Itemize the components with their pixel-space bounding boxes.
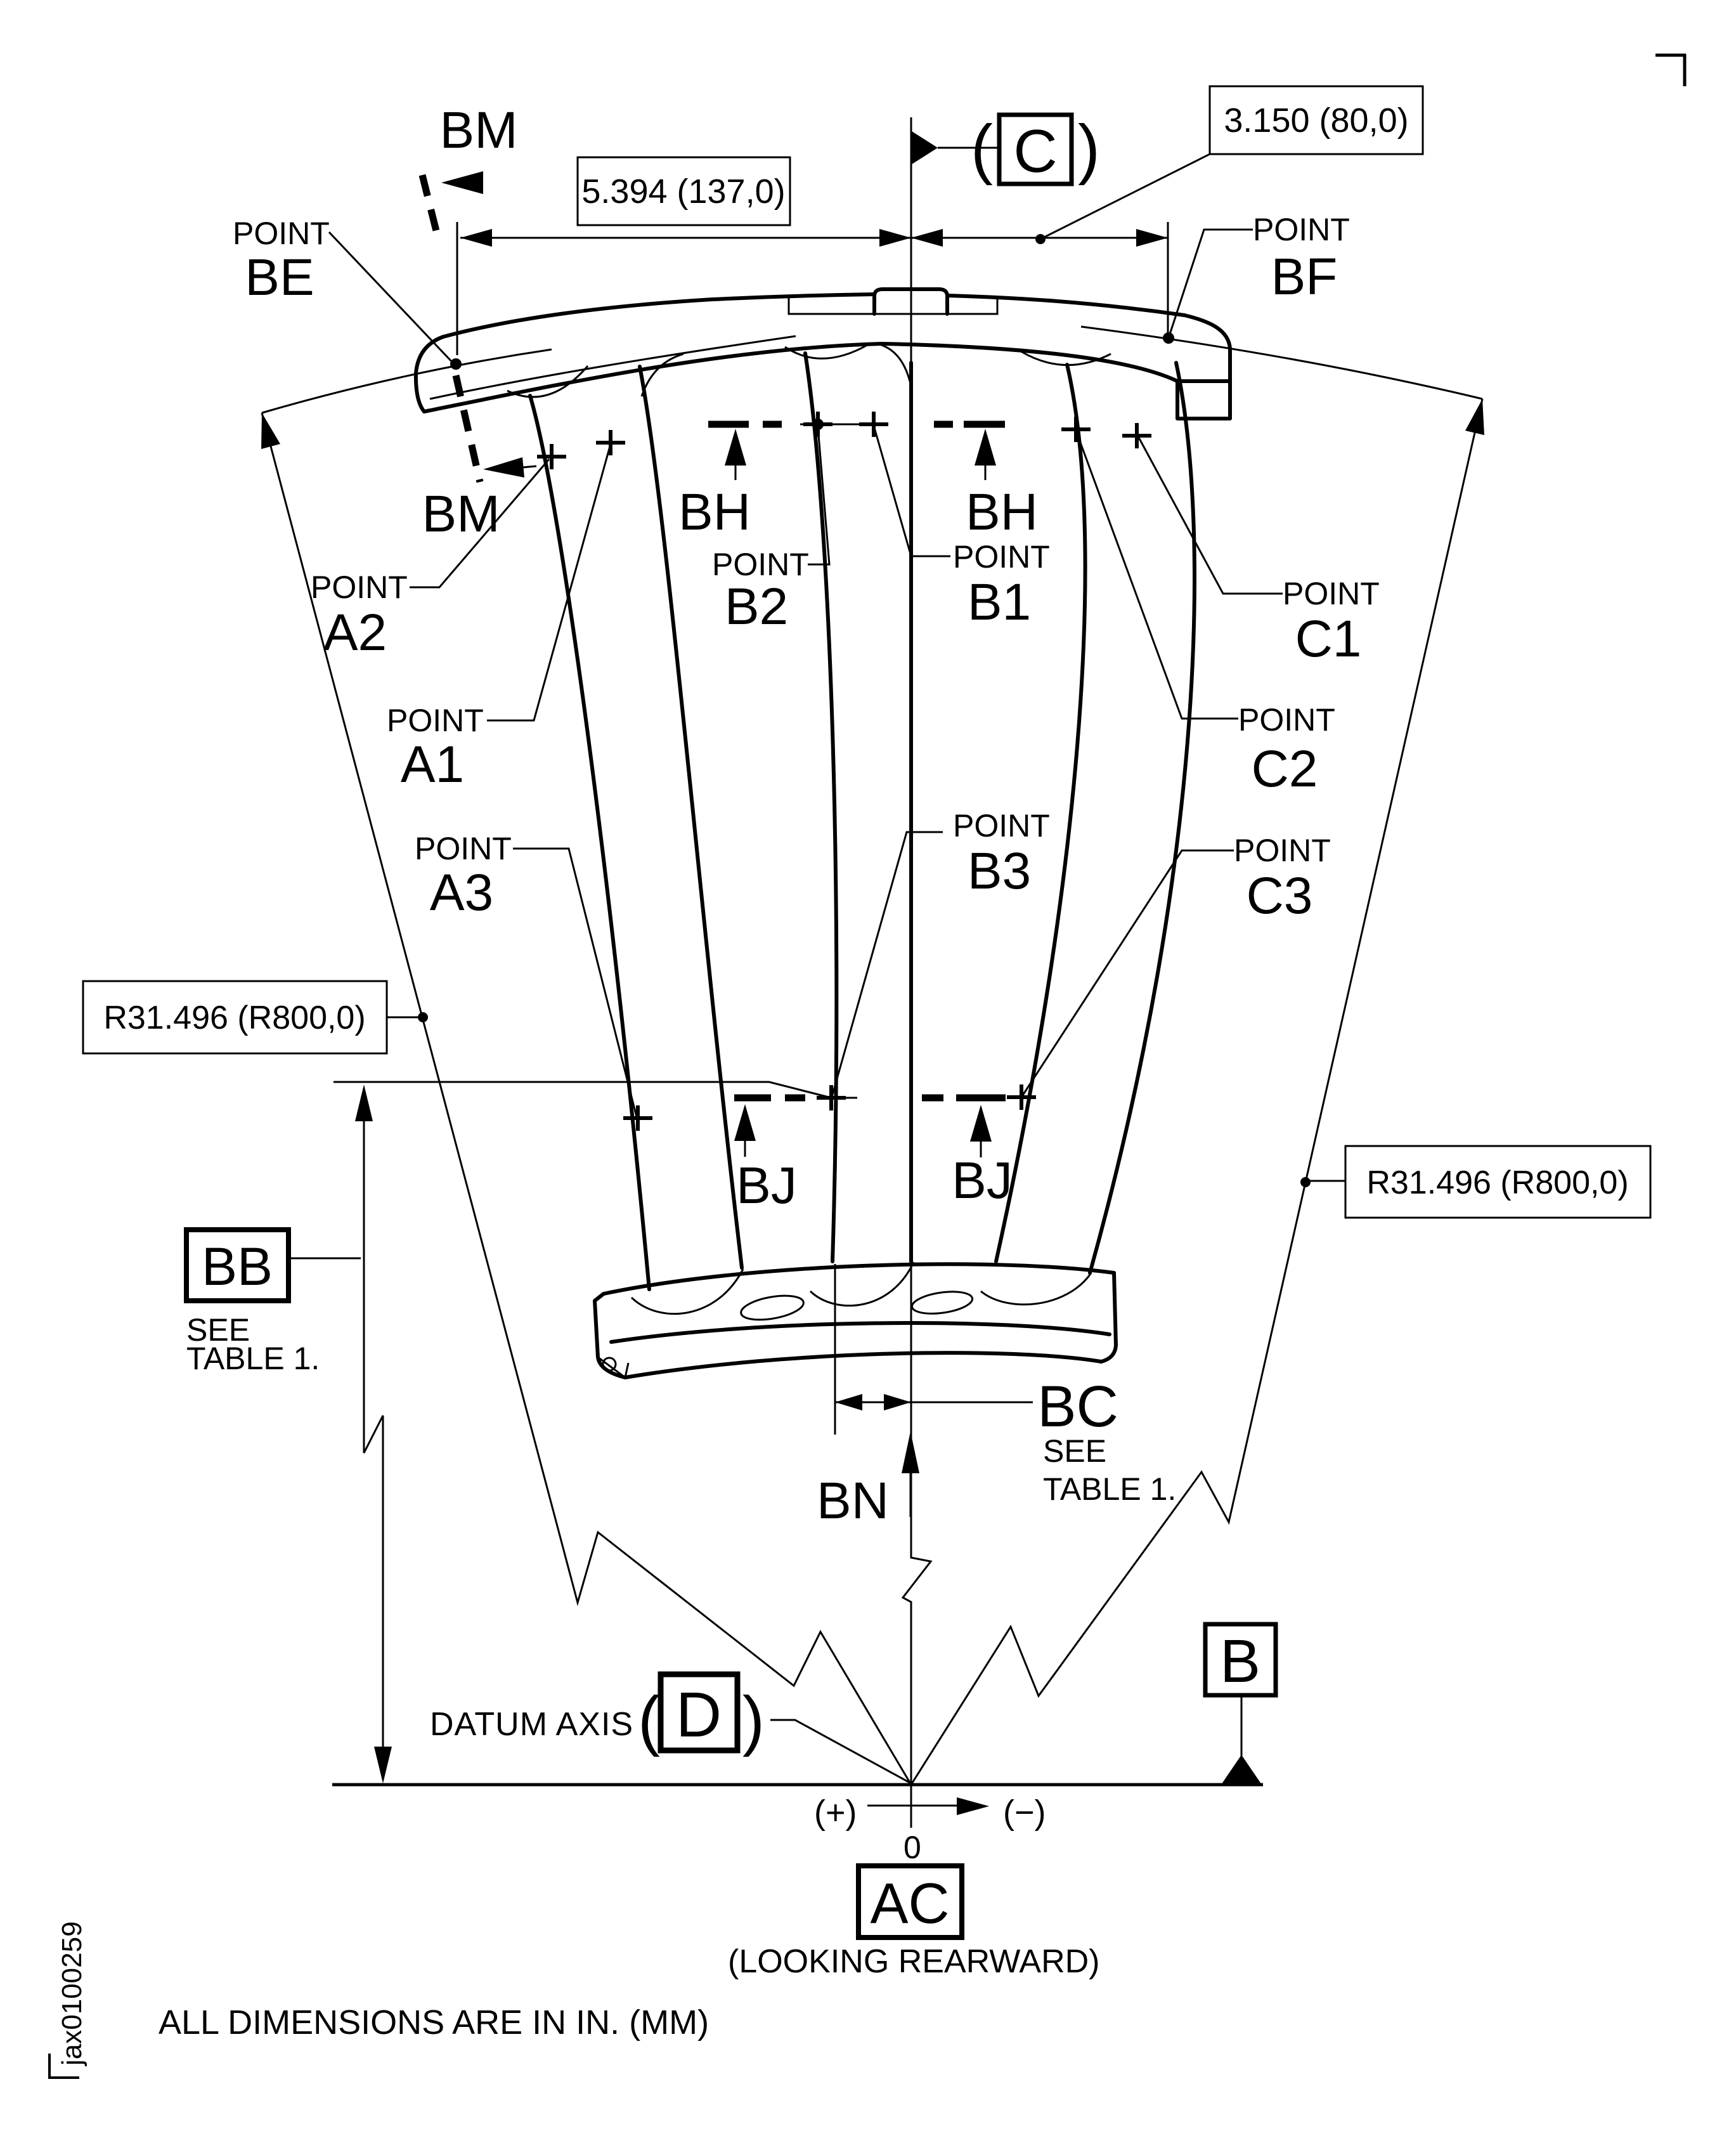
svg-text:POINT: POINT — [1253, 212, 1350, 247]
svg-text:POINT: POINT — [1283, 576, 1380, 611]
svg-text:(: ( — [971, 112, 993, 186]
svg-text:): ) — [742, 1683, 765, 1757]
svg-text:B: B — [1220, 1627, 1260, 1695]
svg-text:TABLE 1.: TABLE 1. — [186, 1341, 320, 1376]
svg-text:POINT: POINT — [712, 547, 809, 582]
svg-text:ALL DIMENSIONS ARE IN IN. (MM): ALL DIMENSIONS ARE IN IN. (MM) — [159, 2003, 709, 2042]
svg-text:POINT: POINT — [1234, 833, 1331, 868]
svg-text:BJ: BJ — [952, 1152, 1013, 1209]
svg-text:(+): (+) — [814, 1794, 857, 1832]
svg-text:C2: C2 — [1252, 740, 1318, 798]
svg-text:R31.496 (R800,0): R31.496 (R800,0) — [1366, 1164, 1628, 1201]
svg-text:BC: BC — [1037, 1374, 1118, 1439]
svg-text:(−): (−) — [1003, 1794, 1046, 1832]
svg-text:BB: BB — [202, 1237, 273, 1296]
svg-text:BH: BH — [966, 483, 1038, 541]
svg-text:POINT: POINT — [953, 808, 1050, 843]
svg-text:A3: A3 — [430, 864, 493, 921]
svg-text:(: ( — [638, 1683, 660, 1757]
svg-text:5.394 (137,0): 5.394 (137,0) — [581, 173, 785, 211]
svg-text:C: C — [1013, 117, 1057, 185]
svg-text:BH: BH — [678, 483, 751, 541]
svg-text:A2: A2 — [323, 604, 387, 661]
svg-text:POINT: POINT — [415, 831, 512, 866]
svg-text:D: D — [676, 1679, 722, 1750]
svg-text:B1: B1 — [968, 573, 1031, 631]
svg-text:C3: C3 — [1247, 867, 1313, 925]
svg-text:): ) — [1078, 112, 1100, 186]
svg-text:3.150 (80,0): 3.150 (80,0) — [1224, 101, 1408, 140]
svg-text:BE: BE — [245, 249, 314, 306]
svg-text:POINT: POINT — [1238, 702, 1335, 738]
svg-text:POINT: POINT — [387, 703, 484, 738]
svg-text:0: 0 — [904, 1830, 921, 1865]
svg-text:AC: AC — [870, 1872, 949, 1936]
svg-text:jax0100259: jax0100259 — [56, 1921, 87, 2067]
svg-text:BJ: BJ — [736, 1157, 797, 1215]
svg-text:A1: A1 — [401, 736, 464, 793]
svg-text:SEE: SEE — [1043, 1433, 1106, 1469]
svg-text:BF: BF — [1271, 248, 1338, 306]
svg-text:DATUM AXIS: DATUM AXIS — [430, 1706, 633, 1743]
svg-text:TABLE 1.: TABLE 1. — [1043, 1471, 1176, 1507]
svg-text:C1: C1 — [1295, 610, 1362, 668]
svg-text:POINT: POINT — [953, 539, 1050, 575]
svg-text:BM: BM — [440, 101, 518, 159]
svg-text:(LOOKING REARWARD): (LOOKING REARWARD) — [728, 1943, 1100, 1980]
svg-text:R31.496 (R800,0): R31.496 (R800,0) — [103, 1000, 365, 1036]
svg-text:SEE: SEE — [186, 1312, 250, 1348]
svg-text:B3: B3 — [968, 842, 1031, 900]
svg-text:POINT: POINT — [233, 216, 330, 251]
svg-text:B2: B2 — [725, 578, 788, 635]
svg-text:BN: BN — [817, 1472, 889, 1530]
svg-text:POINT: POINT — [311, 570, 408, 605]
svg-text:BM: BM — [422, 485, 500, 543]
